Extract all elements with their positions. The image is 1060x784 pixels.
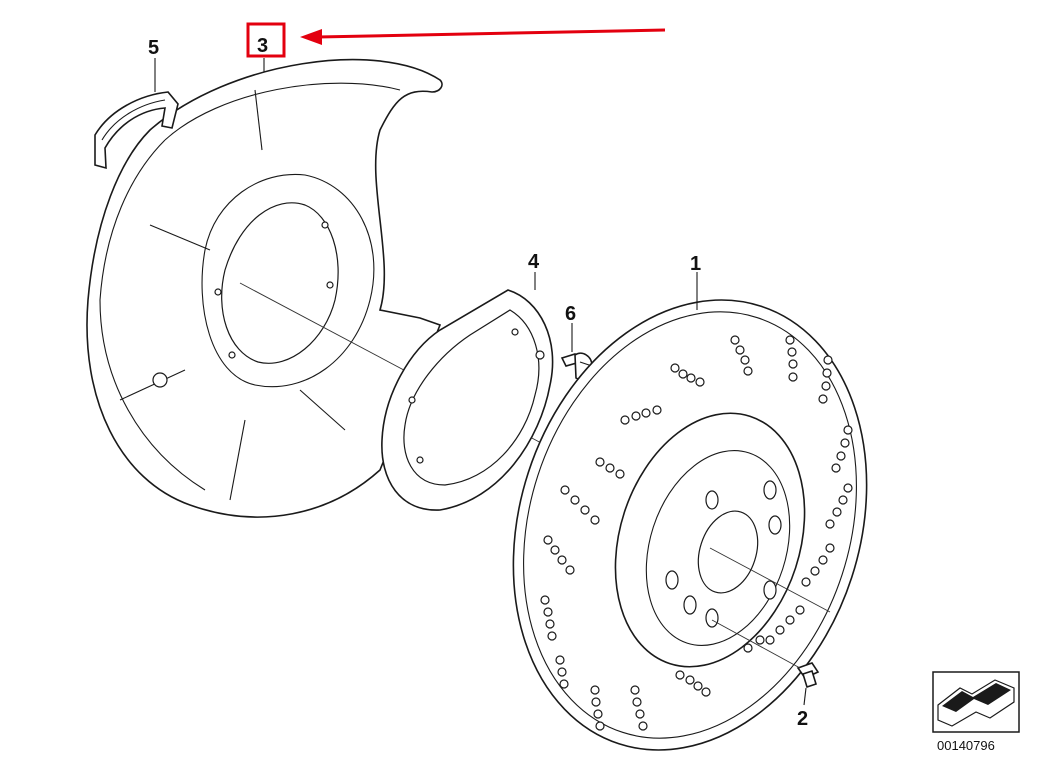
brake-disc-part-1[interactable] bbox=[457, 254, 923, 784]
callout-part-2[interactable]: 2 bbox=[797, 708, 808, 730]
callout-part-3[interactable]: 3 bbox=[257, 35, 268, 57]
highlight-arrow-head-icon bbox=[300, 29, 322, 45]
highlight-annotation bbox=[246, 22, 666, 58]
clip-part-5[interactable] bbox=[94, 91, 179, 170]
callout-part-1[interactable]: 1 bbox=[690, 253, 701, 275]
highlight-box bbox=[246, 22, 286, 58]
callout-part-4[interactable]: 4 bbox=[528, 251, 540, 273]
screw-part-2[interactable] bbox=[711, 619, 820, 689]
figure-number: 00140796 bbox=[937, 738, 995, 753]
backing-plate-part-3[interactable] bbox=[86, 58, 546, 518]
gasket-part-4[interactable] bbox=[381, 289, 554, 511]
leader-line-2 bbox=[803, 687, 807, 706]
callout-part-5[interactable]: 5 bbox=[148, 37, 159, 59]
highlight-arrow-line bbox=[317, 28, 666, 39]
callout-part-6[interactable]: 6 bbox=[565, 303, 576, 325]
figure-reference-icon bbox=[932, 671, 1020, 733]
drilled-holes bbox=[540, 335, 853, 731]
